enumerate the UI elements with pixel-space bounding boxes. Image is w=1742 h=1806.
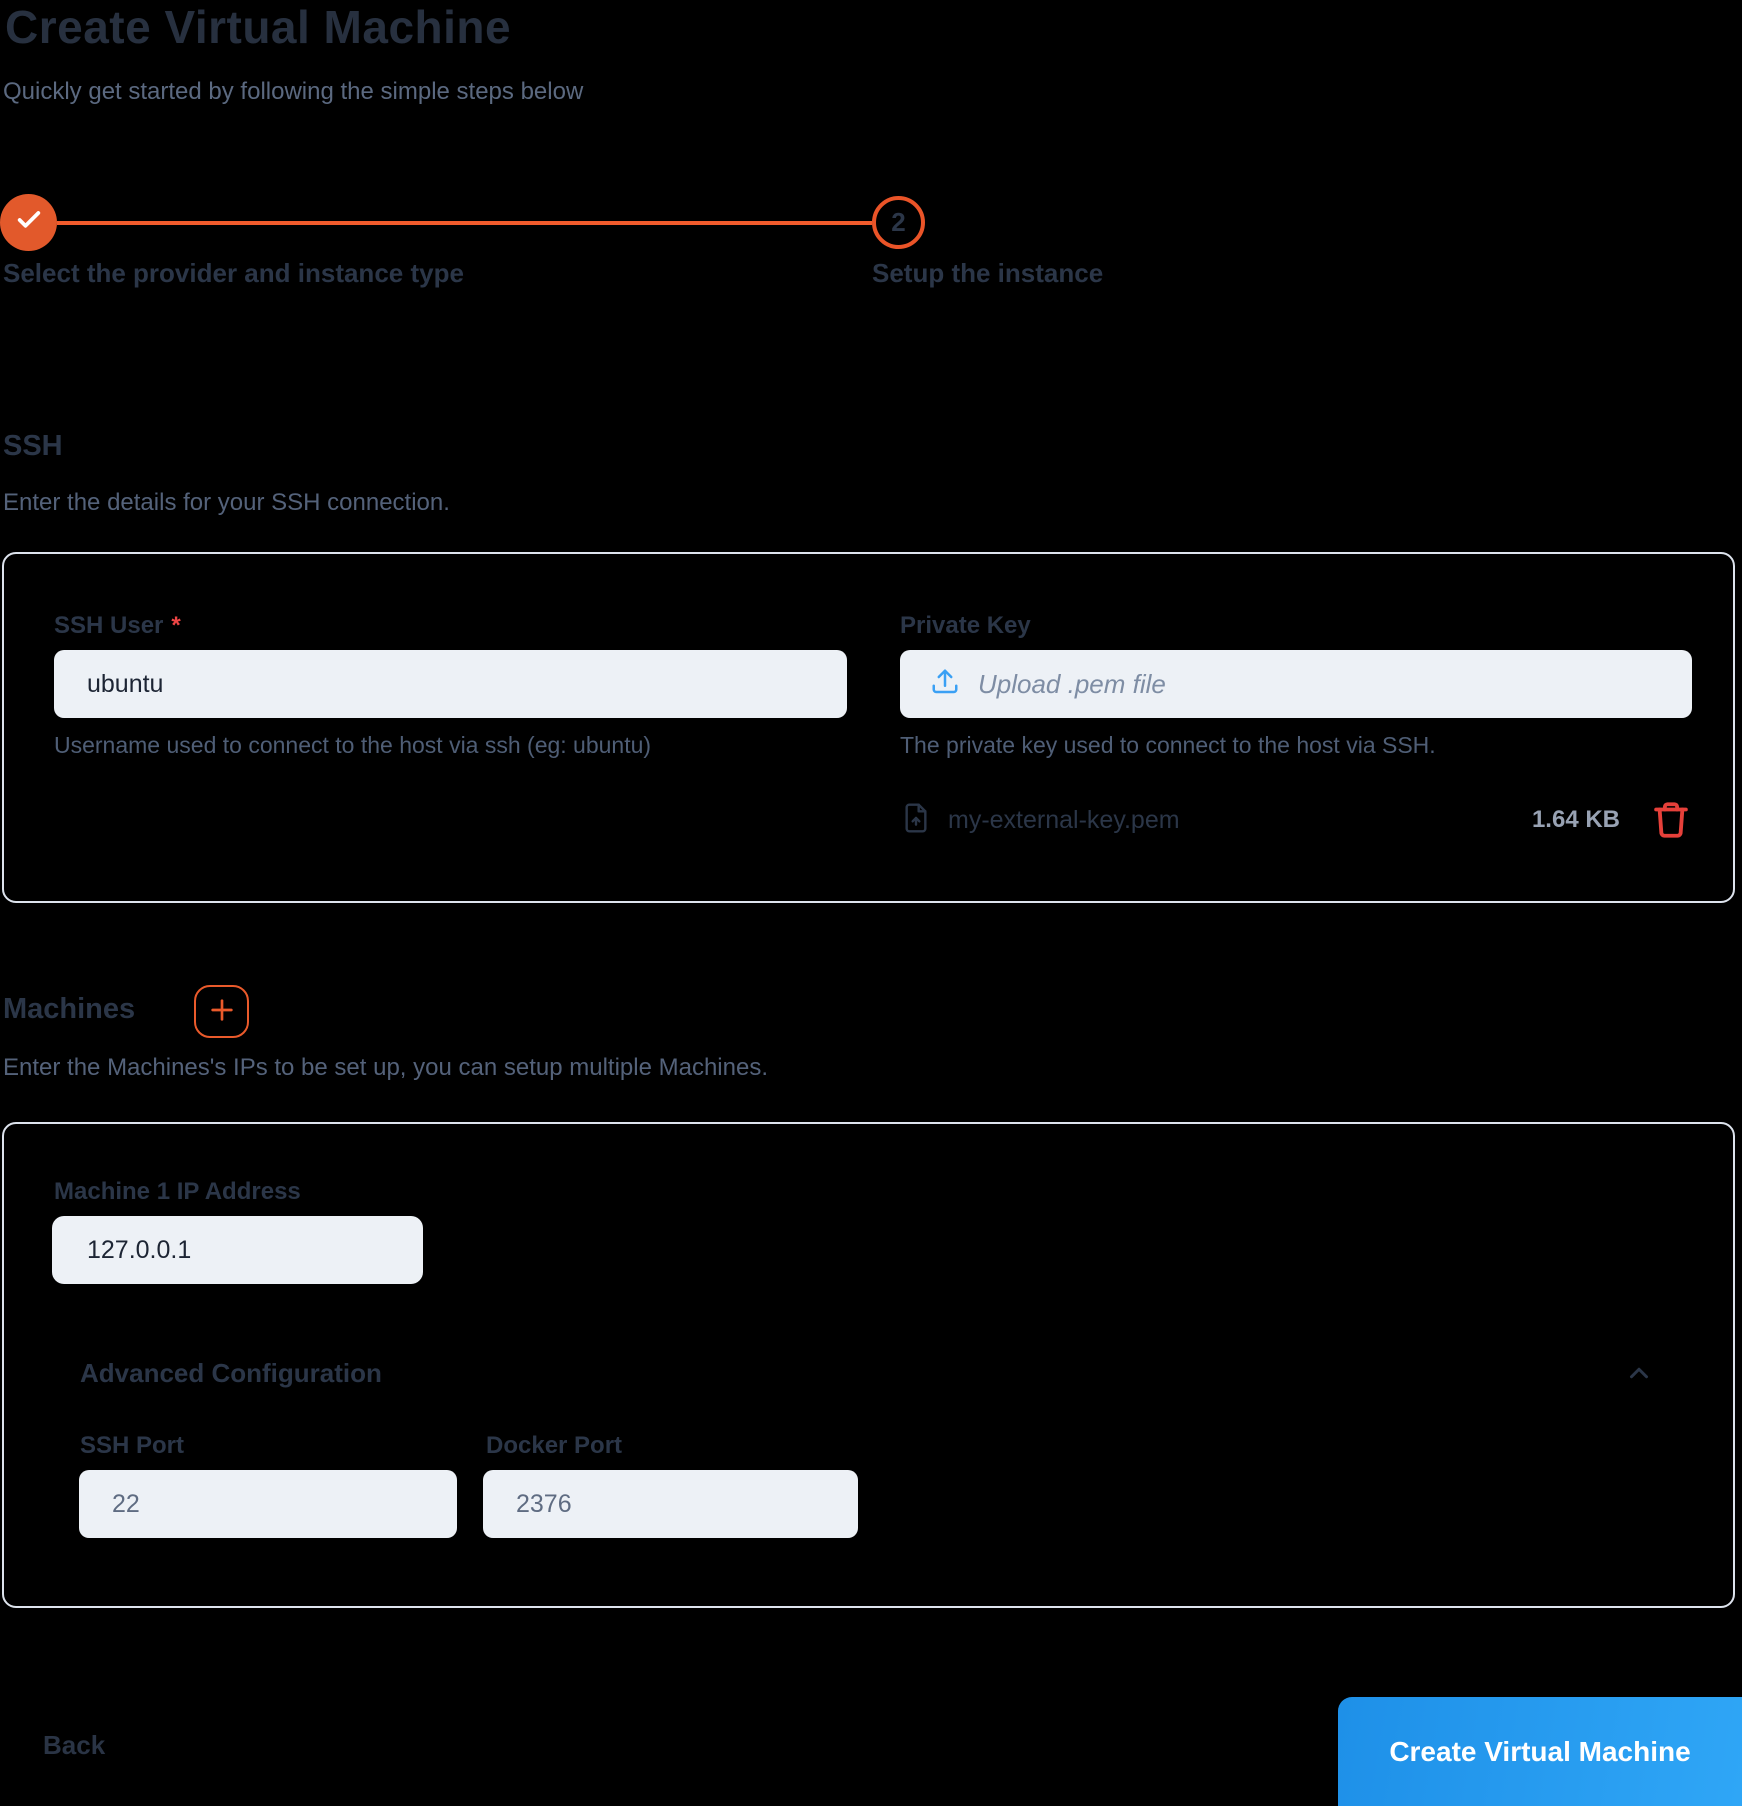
docker-port-input[interactable]: [483, 1470, 858, 1538]
ssh-user-input[interactable]: [54, 650, 847, 718]
ssh-port-label: SSH Port: [80, 1432, 185, 1459]
delete-file-button[interactable]: [1650, 799, 1692, 841]
required-asterisk: *: [171, 612, 181, 639]
advanced-configuration-heading: Advanced Configuration: [80, 1358, 382, 1388]
ssh-card: SSH User* Username used to connect to th…: [2, 552, 1735, 903]
step2-circle[interactable]: 2: [872, 196, 925, 249]
step1-label: Select the provider and instance type: [3, 258, 464, 288]
chevron-up-icon: [1624, 1367, 1654, 1391]
ssh-port-input[interactable]: [79, 1470, 457, 1538]
back-button[interactable]: Back: [43, 1730, 106, 1760]
ssh-section-description: Enter the details for your SSH connectio…: [3, 489, 450, 516]
ssh-user-helper: Username used to connect to the host via…: [54, 732, 652, 758]
uploaded-file-row: my-external-key.pem 1.64 KB: [900, 794, 1692, 846]
machine-ip-label: Machine 1 IP Address: [54, 1178, 301, 1205]
trash-icon: [1650, 802, 1692, 844]
uploaded-file-size: 1.64 KB: [1531, 806, 1620, 833]
uploaded-file-name: my-external-key.pem: [948, 805, 1180, 834]
upload-icon: [930, 667, 960, 702]
docker-port-label: Docker Port: [486, 1432, 623, 1459]
private-key-label: Private Key: [900, 612, 1031, 639]
step1-circle[interactable]: [0, 194, 57, 251]
machine-ip-field: [52, 1216, 423, 1284]
private-key-upload[interactable]: Upload .pem file: [900, 650, 1692, 718]
step2-label: Setup the instance: [872, 258, 1104, 288]
file-upload-icon: [900, 802, 932, 839]
check-icon: [15, 206, 43, 239]
collapse-advanced-button[interactable]: [1624, 1358, 1654, 1388]
plus-icon: [206, 994, 238, 1029]
page-subtitle: Quickly get started by following the sim…: [3, 78, 584, 105]
machine-ip-input[interactable]: [85, 1234, 319, 1266]
add-machine-button[interactable]: [194, 985, 249, 1038]
machines-card: Machine 1 IP Address Advanced Configurat…: [2, 1122, 1735, 1608]
page-title: Create Virtual Machine: [5, 1, 512, 53]
machines-section-description: Enter the Machines's IPs to be set up, y…: [3, 1054, 768, 1081]
step2-number: 2: [891, 207, 906, 237]
create-virtual-machine-button[interactable]: Create Virtual Machine: [1338, 1697, 1742, 1806]
machines-section-heading: Machines: [3, 993, 136, 1025]
ssh-section-heading: SSH: [3, 430, 63, 462]
ssh-user-label: SSH User*: [54, 612, 181, 639]
private-key-helper: The private key used to connect to the h…: [900, 732, 1436, 758]
stepper-connector: [57, 221, 872, 225]
upload-placeholder: Upload .pem file: [978, 668, 1166, 699]
